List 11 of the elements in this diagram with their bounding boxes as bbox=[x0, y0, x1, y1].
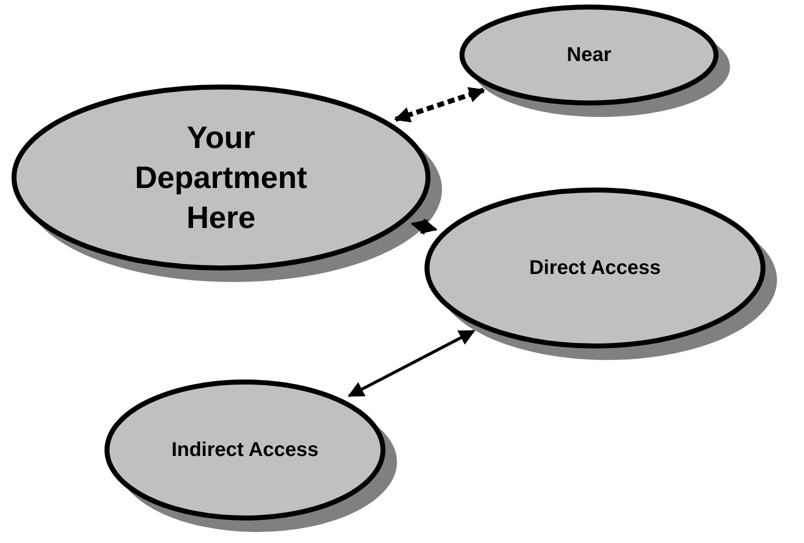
double-arrow bbox=[348, 330, 476, 398]
ellipse-node bbox=[9, 82, 445, 285]
ellipse-node bbox=[422, 185, 780, 363]
node-label: Direct Access bbox=[528, 256, 662, 281]
double-arrow bbox=[410, 218, 438, 235]
node-label: Your Department Here bbox=[134, 118, 308, 236]
double-arrow bbox=[394, 87, 486, 122]
ellipse-node bbox=[457, 2, 733, 120]
node-label: Near bbox=[566, 43, 612, 68]
node-label: Indirect Access bbox=[170, 438, 320, 463]
ellipse-node bbox=[102, 377, 400, 535]
